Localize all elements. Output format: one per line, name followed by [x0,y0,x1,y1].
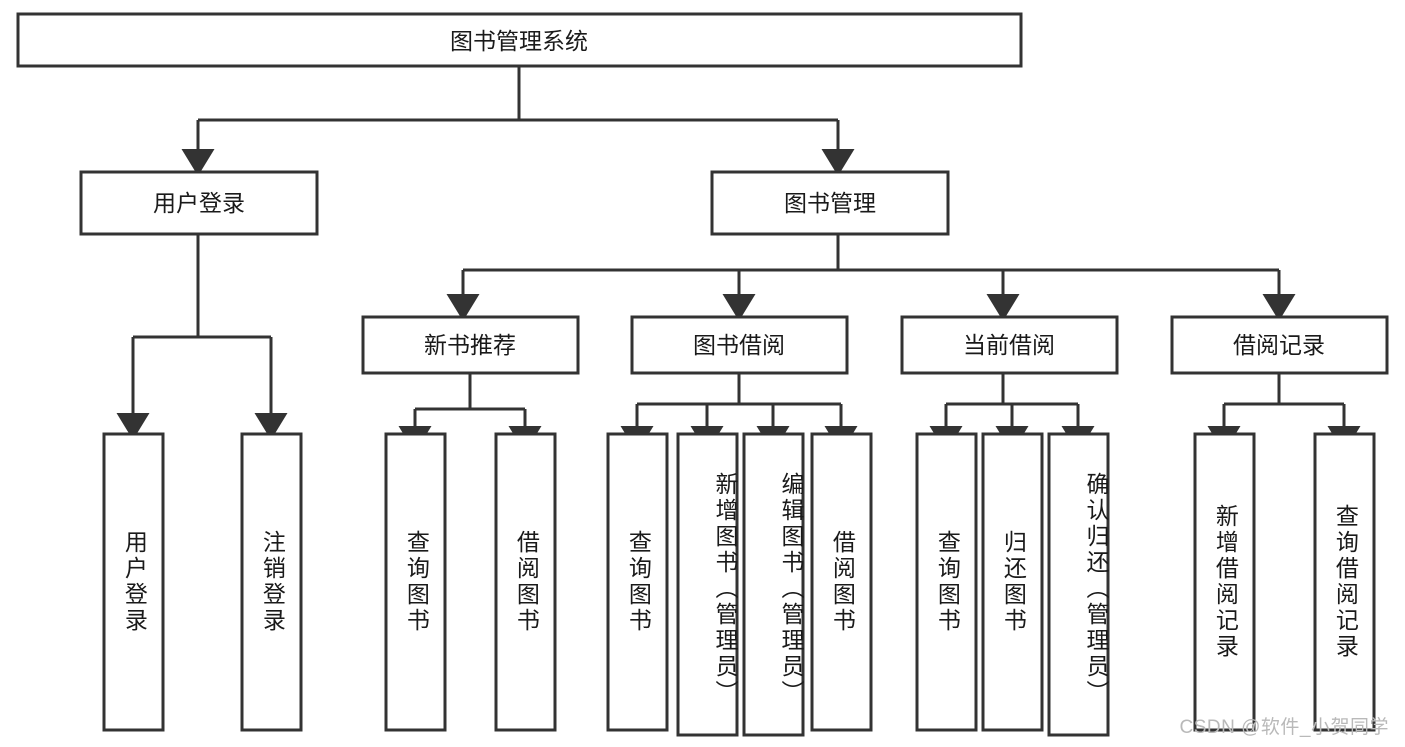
node-book-management[interactable]: 图书管理 [710,170,950,236]
connector-currentborrow-to-leaves [929,373,1095,453]
node-book-borrow-label: 图书借阅 [693,332,785,358]
node-borrow-record-label: 借阅记录 [1233,332,1325,358]
node-borrow-record[interactable]: 借阅记录 [1170,315,1389,375]
node-current-borrow[interactable]: 当前借阅 [900,315,1119,375]
leaf-rect-book-borrow-2[interactable] [742,432,805,737]
leaf-rects-book-borrow [606,432,873,737]
leaf-rects-new-book [384,432,557,732]
connector-bookmgmt-to-level3 [446,234,1296,321]
node-root-label: 图书管理系统 [450,28,588,54]
leaf-rect-book-borrow-1[interactable] [676,432,739,737]
node-new-book-recommend[interactable]: 新书推荐 [361,315,580,375]
leaf-rects-current-borrow [915,432,1110,737]
leaf-rect-current-borrow-2[interactable] [1047,432,1110,737]
node-user-login[interactable]: 用户登录 [79,170,319,236]
leaf-rect-current-borrow-0[interactable] [915,432,978,732]
leaf-rect-borrow-record-0[interactable] [1193,432,1256,732]
connector-newbook-to-leaves [398,373,542,453]
node-book-management-label: 图书管理 [784,190,876,216]
leaf-rect-current-borrow-1[interactable] [981,432,1044,732]
leaf-rect-user-login-0[interactable] [102,432,165,732]
node-new-book-recommend-label: 新书推荐 [424,332,516,358]
connector-userlogin-to-leaves [116,234,288,440]
node-book-borrow[interactable]: 图书借阅 [630,315,849,375]
connector-bookborrow-to-leaves [620,373,858,453]
node-root[interactable]: 图书管理系统 [16,12,1023,68]
connector-root-to-level2 [181,66,855,176]
leaf-rect-book-borrow-0[interactable] [606,432,669,732]
leaf-rect-new-book-1[interactable] [494,432,557,732]
leaf-rect-borrow-record-1[interactable] [1313,432,1376,732]
connector-borrowrecord-to-leaves [1207,373,1361,453]
leaf-rect-book-borrow-3[interactable] [810,432,873,732]
leaf-rects-user-login [102,432,303,732]
leaf-rect-new-book-0[interactable] [384,432,447,732]
node-current-borrow-label: 当前借阅 [963,332,1055,358]
leaf-rects-borrow-record [1193,432,1376,732]
leaf-rect-user-login-1[interactable] [240,432,303,732]
watermark: CSDN @软件_小贺同学 [1179,717,1389,738]
node-user-login-label: 用户登录 [153,190,245,216]
